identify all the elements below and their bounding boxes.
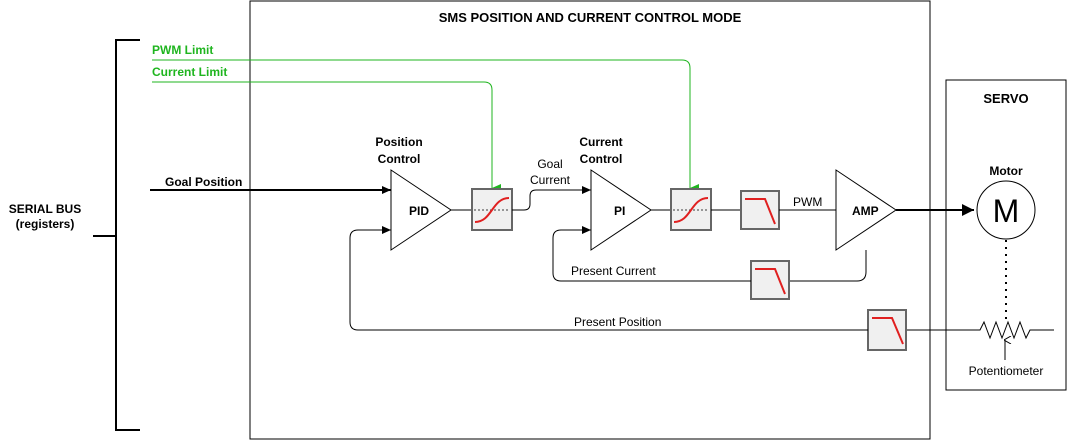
present-current-label: Present Current (571, 264, 656, 278)
pi-label: PI (614, 204, 625, 218)
amp-block (835, 169, 897, 251)
current-control-label: Current (579, 135, 622, 149)
current-filter-curve (755, 268, 786, 295)
control-mode-frame (249, 0, 931, 440)
pwm-filter-block (740, 190, 780, 230)
position-filter-curve (872, 317, 904, 345)
current-limit-label: Current Limit (152, 65, 227, 79)
current-limit-line (152, 81, 501, 192)
servo-box (945, 79, 1067, 391)
position-control-label: Position (375, 135, 422, 149)
pwm-filter-curve (745, 198, 776, 225)
current-filter-block (750, 260, 790, 300)
pi-block (590, 169, 652, 251)
position-control-label-2: Control (378, 152, 421, 166)
present-position-label: Present Position (574, 315, 661, 329)
current-control-label-2: Control (580, 152, 623, 166)
motor-letter: M (993, 193, 1020, 229)
present-current-feedback (790, 250, 867, 282)
pid-label: PID (409, 204, 429, 218)
serial-bus-label: SERIAL BUS (9, 202, 81, 216)
pwm-limit-label: PWM Limit (152, 43, 213, 57)
goal-current-label: Goal (537, 157, 562, 171)
current-limiter-curve (474, 197, 510, 223)
pwm-label: PWM (793, 195, 822, 209)
pwm-limiter-curve (673, 197, 709, 223)
potentiometer-label: Potentiometer (969, 364, 1044, 378)
pid-block (390, 169, 452, 251)
position-filter-block (867, 309, 907, 351)
pwm-limit-line (152, 59, 699, 192)
serial-bus-bracket (93, 39, 140, 431)
present-position-feedback (349, 226, 868, 331)
servo-title: SERVO (983, 91, 1028, 106)
goal-current-label-2: Current (530, 173, 571, 187)
motor-symbol (976, 180, 1036, 240)
amp-label: AMP (852, 204, 879, 218)
diagram-title: SMS POSITION AND CURRENT CONTROL MODE (439, 10, 742, 25)
motor-label: Motor (989, 164, 1023, 178)
potentiometer-symbol (958, 320, 1054, 340)
goal-position-label: Goal Position (165, 175, 242, 189)
serial-bus-sublabel: (registers) (16, 217, 75, 231)
goal-current-line (512, 186, 591, 211)
